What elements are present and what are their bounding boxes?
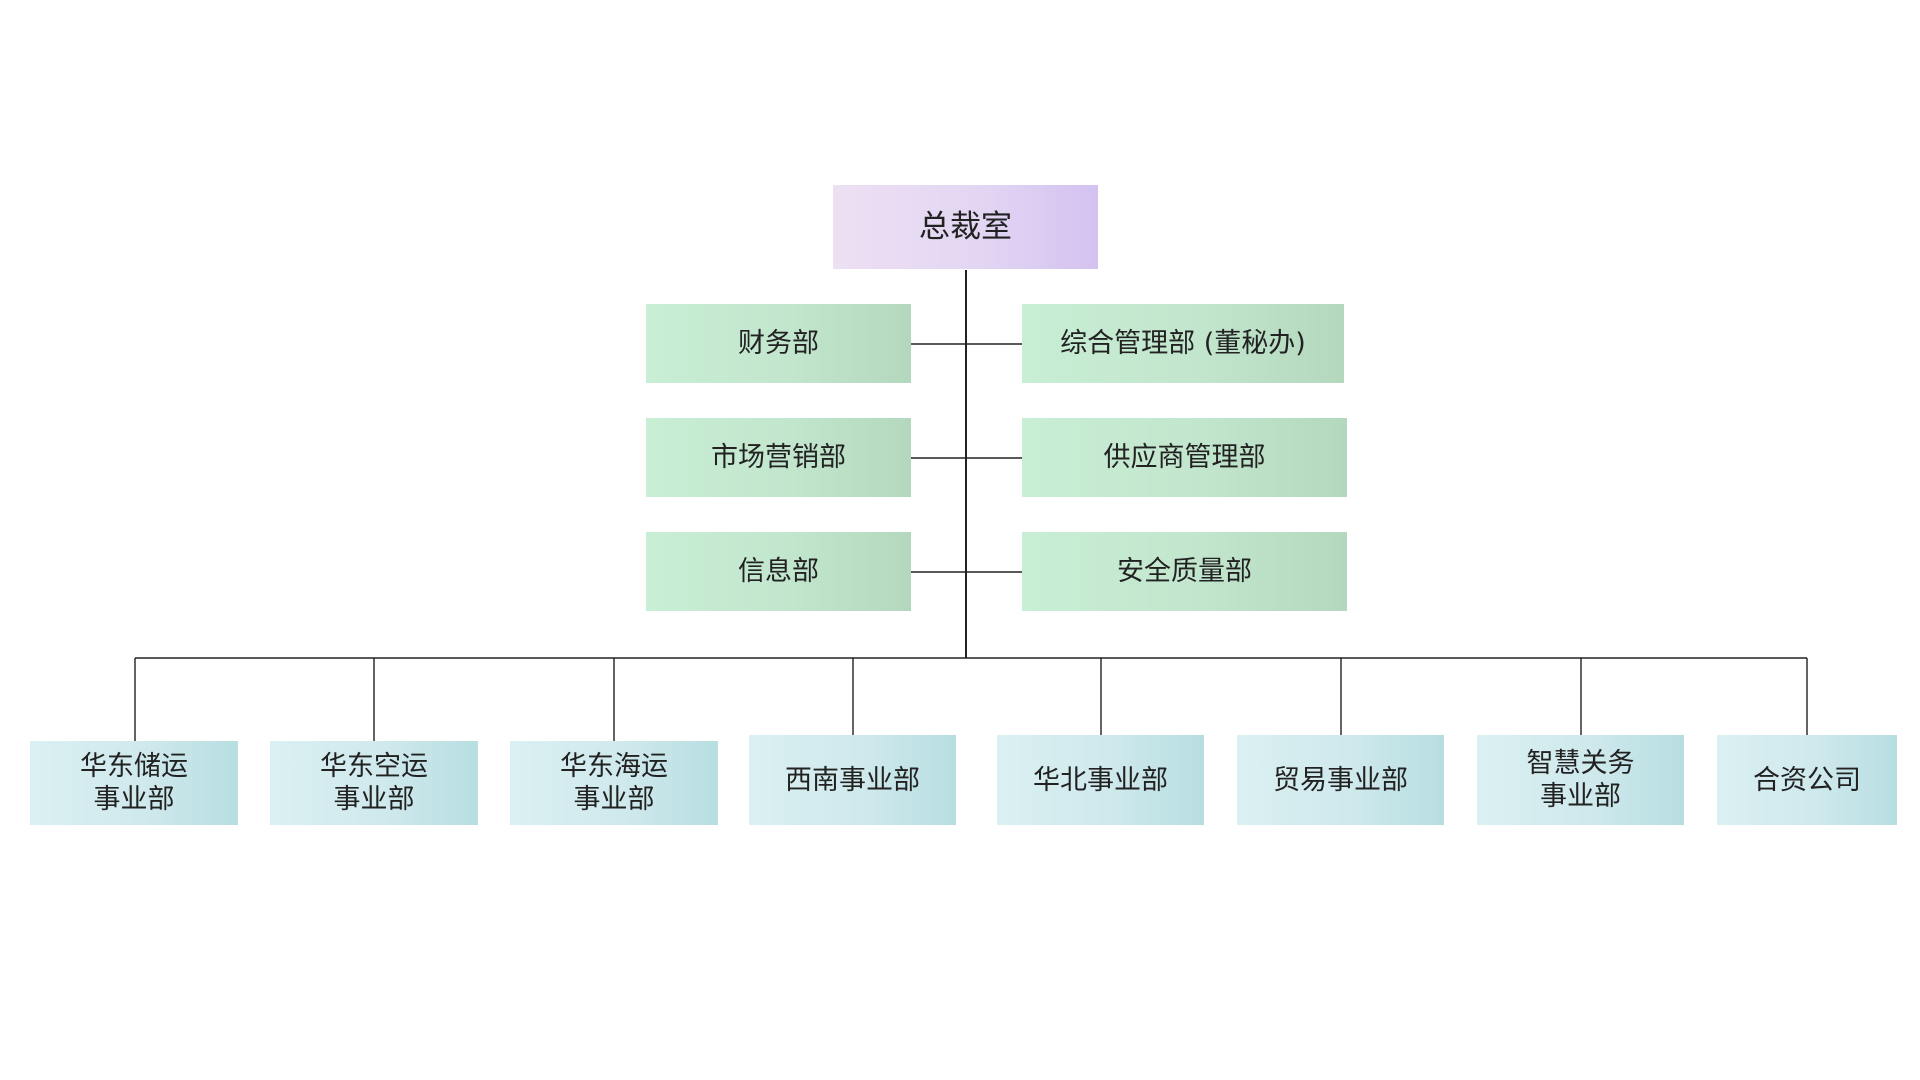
node-staff-right: 综合管理部 (董秘办) bbox=[1022, 304, 1344, 383]
node-division: 华东空运 事业部 bbox=[270, 741, 478, 825]
node-staff-left: 财务部 bbox=[646, 304, 911, 383]
node-root: 总裁室 bbox=[833, 185, 1098, 269]
node-staff-right: 供应商管理部 bbox=[1022, 418, 1347, 497]
node-division: 西南事业部 bbox=[749, 735, 956, 825]
node-division: 合资公司 bbox=[1717, 735, 1897, 825]
node-staff-right: 安全质量部 bbox=[1022, 532, 1347, 611]
node-division: 华东储运 事业部 bbox=[30, 741, 238, 825]
node-division: 智慧关务 事业部 bbox=[1477, 735, 1684, 825]
node-staff-left: 信息部 bbox=[646, 532, 911, 611]
node-staff-left: 市场营销部 bbox=[646, 418, 911, 497]
node-division: 华东海运 事业部 bbox=[510, 741, 718, 825]
node-division: 华北事业部 bbox=[997, 735, 1204, 825]
node-division: 贸易事业部 bbox=[1237, 735, 1444, 825]
